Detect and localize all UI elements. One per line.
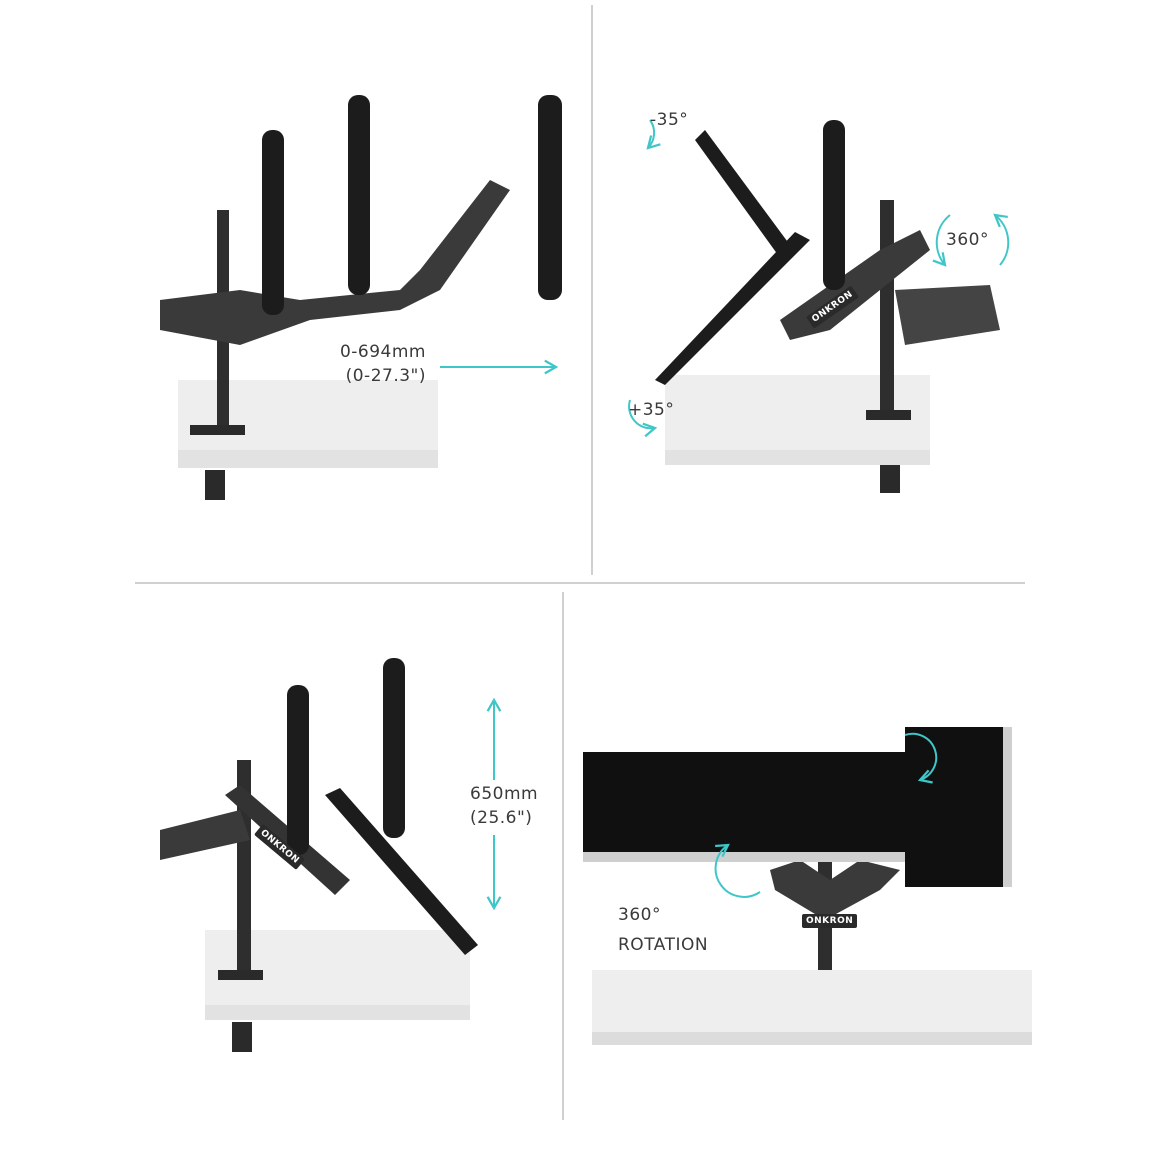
- height-range-in: (25.6"): [470, 808, 533, 828]
- panel-rotation: [583, 727, 1032, 1045]
- monitor: [655, 232, 810, 385]
- brand-logo-rotation: ONKRON: [802, 914, 858, 928]
- panel-height: [160, 658, 502, 1052]
- monitor: [325, 788, 478, 955]
- monitor: [695, 130, 790, 255]
- pole: [880, 200, 894, 415]
- arm: [160, 810, 250, 860]
- rotation-label: ROTATION: [618, 935, 709, 955]
- monitor: [823, 120, 845, 290]
- monitor: [262, 130, 284, 315]
- arm: [770, 860, 900, 920]
- clamp: [190, 425, 245, 435]
- monitor: [348, 95, 370, 295]
- rotation-degrees: 360°: [618, 905, 661, 925]
- monitor: [538, 95, 562, 300]
- monitor: [287, 685, 309, 855]
- monitor-left: [583, 752, 743, 862]
- arm: [160, 180, 510, 345]
- swivel-label: 360°: [946, 230, 989, 250]
- extension-range-in: (0-27.3"): [345, 366, 426, 386]
- tilt-up-label: -35°: [650, 110, 689, 130]
- monitor-right: [905, 727, 1012, 887]
- monitor-center: [743, 752, 905, 862]
- tilt-down-label: +35°: [628, 400, 675, 420]
- extension-range-mm: 0-694mm: [339, 342, 426, 362]
- height-range-mm: 650mm: [470, 784, 539, 804]
- panel-tilt: [628, 119, 1010, 493]
- panel-extension: [160, 95, 562, 500]
- monitor: [383, 658, 405, 838]
